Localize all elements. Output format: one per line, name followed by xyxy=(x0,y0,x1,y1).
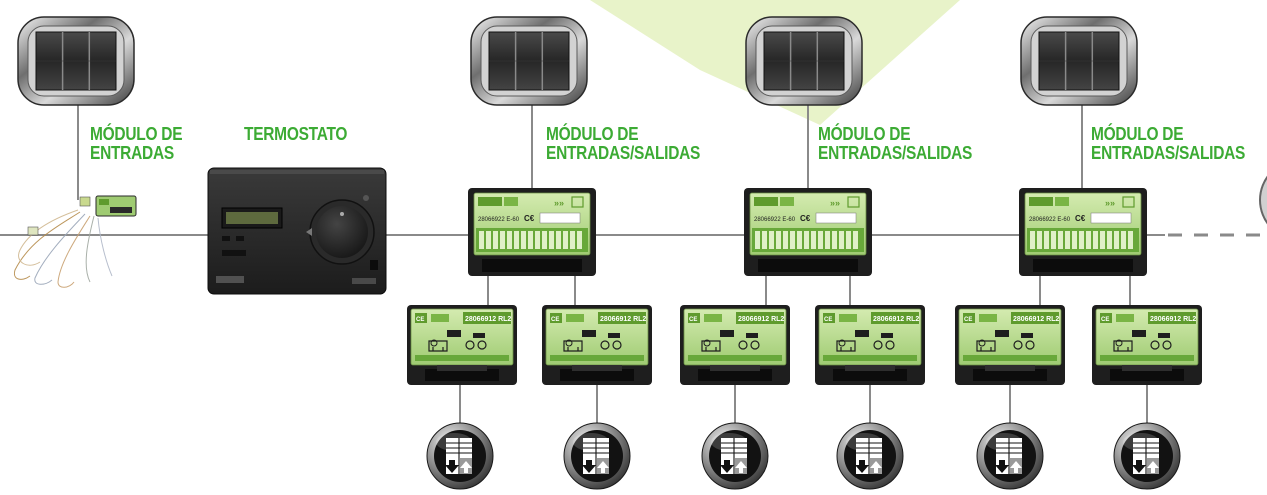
wall-switch-icon xyxy=(17,16,135,106)
io-module-label-2-line1: MÓDULO DE xyxy=(818,124,911,144)
wall-switch-icon xyxy=(470,16,588,106)
io-module-label-1: MÓDULO DE ENTRADAS/SALIDAS xyxy=(546,125,700,163)
io-module-label-2-line2: ENTRADAS/SALIDAS xyxy=(818,143,973,163)
relay-module-device xyxy=(406,304,518,386)
relay-module-device xyxy=(1091,304,1203,386)
thermostat-device xyxy=(207,167,387,295)
io-module-device xyxy=(467,187,597,277)
blind-up-down-icon xyxy=(976,422,1044,490)
io-module-label-2: MÓDULO DE ENTRADAS/SALIDAS xyxy=(818,125,972,163)
switch-connectors xyxy=(77,105,1083,200)
blind-up-down-icon xyxy=(1113,422,1181,490)
thermostat-label-line1: TERMOSTATO xyxy=(244,124,348,144)
io-module-label-1-line1: MÓDULO DE xyxy=(546,124,639,144)
blind-up-down-icon xyxy=(701,422,769,490)
input-module-device xyxy=(13,195,137,288)
input-module-label: MÓDULO DE ENTRADAS xyxy=(90,124,183,163)
input-module-label-line2: ENTRADAS xyxy=(90,143,174,163)
io-module-label-3-line2: ENTRADAS/SALIDAS xyxy=(1091,143,1246,163)
relay-connectors xyxy=(459,275,1148,423)
io-module-device xyxy=(1018,187,1148,277)
wall-switch-icon xyxy=(1020,16,1138,106)
blind-up-down-icon xyxy=(426,422,494,490)
relay-module-device xyxy=(954,304,1066,386)
blind-up-down-icon xyxy=(563,422,631,490)
thermostat-label: TERMOSTATO xyxy=(244,125,347,144)
relay-module-device xyxy=(541,304,653,386)
relay-module-device xyxy=(814,304,926,386)
partial-device-icon xyxy=(1259,175,1267,225)
relay-module-device xyxy=(679,304,791,386)
blind-up-down-icon xyxy=(836,422,904,490)
input-module-label-line1: MÓDULO DE xyxy=(90,124,183,144)
io-module-label-1-line2: ENTRADAS/SALIDAS xyxy=(546,143,701,163)
io-module-label-3: MÓDULO DE ENTRADAS/SALIDAS xyxy=(1091,125,1245,163)
io-module-label-3-line1: MÓDULO DE xyxy=(1091,124,1184,144)
wall-switch-icon xyxy=(745,16,863,106)
io-module-device xyxy=(743,187,873,277)
